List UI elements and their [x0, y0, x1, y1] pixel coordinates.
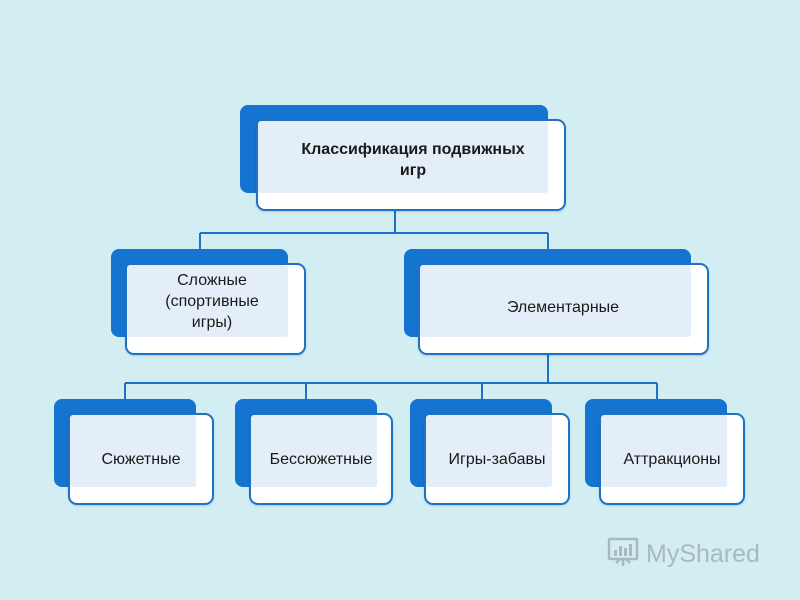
- node-root-label: Классификация подвижных игр: [301, 141, 525, 179]
- node-elementary-label: Элементарные: [506, 298, 620, 316]
- node-plot-games: Сюжетные: [54, 399, 214, 505]
- node-fun-games: Игры-забавы: [410, 399, 570, 505]
- node-plotless-games: Бессюжетные: [235, 399, 393, 505]
- presentation-board-icon: [606, 535, 640, 574]
- node-attractions-label: Аттракционы: [623, 450, 721, 468]
- myshared-watermark: MyShared: [606, 536, 760, 572]
- node-elementary: Элементарные: [404, 249, 709, 355]
- node-root: Классификация подвижных игр: [240, 105, 566, 211]
- node-plot-games-label: Сюжетные: [101, 450, 181, 468]
- node-plotless-games-label: Бессюжетные: [269, 450, 373, 468]
- node-complex: Сложные (спортивные игры): [111, 249, 306, 355]
- node-fun-games-label: Игры-забавы: [448, 450, 546, 468]
- watermark-text: MyShared: [646, 539, 760, 568]
- node-complex-label: Сложные (спортивные игры): [165, 271, 259, 331]
- node-attractions: Аттракционы: [585, 399, 745, 505]
